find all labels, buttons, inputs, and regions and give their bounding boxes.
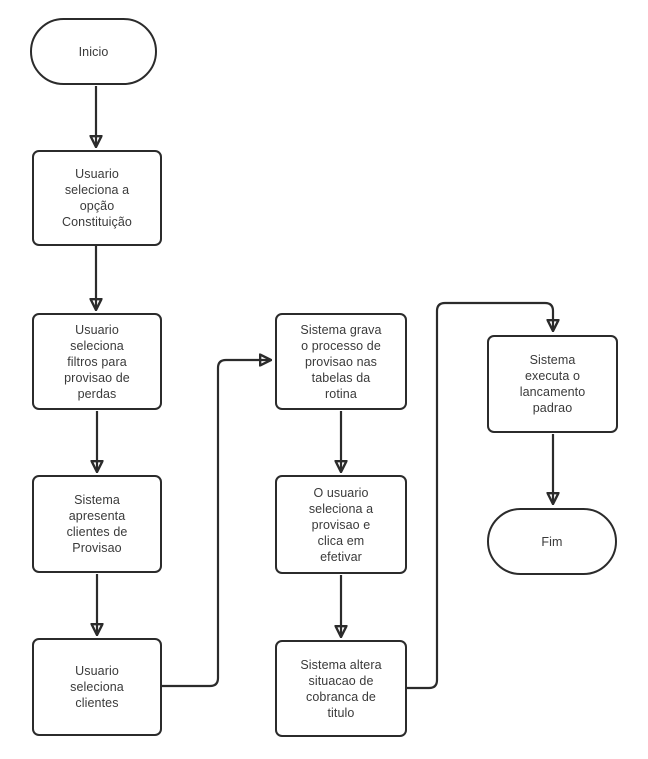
- node-usuario-efetiva-provisao: O usuario seleciona a provisao e clica e…: [275, 475, 407, 574]
- node-usuario-seleciona-opcao-constituicao-label: Usuario seleciona a opção Constituição: [62, 167, 132, 229]
- node-sistema-grava-processo: Sistema grava o processo de provisao nas…: [275, 313, 407, 410]
- node-sistema-apresenta-clientes: Sistema apresenta clientes de Provisao: [32, 475, 162, 573]
- node-usuario-seleciona-clientes-label: Usuario seleciona clientes: [70, 664, 124, 710]
- edge-clientes-to-grava: [162, 360, 271, 688]
- node-inicio: Inicio: [30, 18, 157, 85]
- node-fim: Fim: [487, 508, 617, 575]
- node-usuario-seleciona-clientes: Usuario seleciona clientes: [32, 638, 162, 736]
- node-inicio-label: Inicio: [78, 44, 109, 59]
- node-sistema-altera-situacao: Sistema altera situacao de cobranca de t…: [275, 640, 407, 737]
- node-usuario-efetiva-provisao-label: O usuario seleciona a provisao e clica e…: [308, 485, 374, 564]
- node-sistema-executa-lancamento: Sistema executa o lancamento padrao: [487, 335, 618, 433]
- edge-altera-to-executa: [407, 301, 553, 690]
- node-fim-label: Fim: [541, 534, 563, 549]
- node-usuario-seleciona-filtros-label: Usuario seleciona filtros para provisao …: [64, 322, 130, 401]
- node-sistema-grava-processo-label: Sistema grava o processo de provisao nas…: [300, 322, 382, 401]
- node-usuario-seleciona-filtros: Usuario seleciona filtros para provisao …: [32, 313, 162, 410]
- node-sistema-apresenta-clientes-label: Sistema apresenta clientes de Provisao: [66, 493, 128, 555]
- node-sistema-executa-lancamento-label: Sistema executa o lancamento padrao: [519, 353, 586, 415]
- node-usuario-seleciona-opcao-constituicao: Usuario seleciona a opção Constituição: [32, 150, 162, 246]
- node-sistema-altera-situacao-label: Sistema altera situacao de cobranca de t…: [300, 657, 382, 720]
